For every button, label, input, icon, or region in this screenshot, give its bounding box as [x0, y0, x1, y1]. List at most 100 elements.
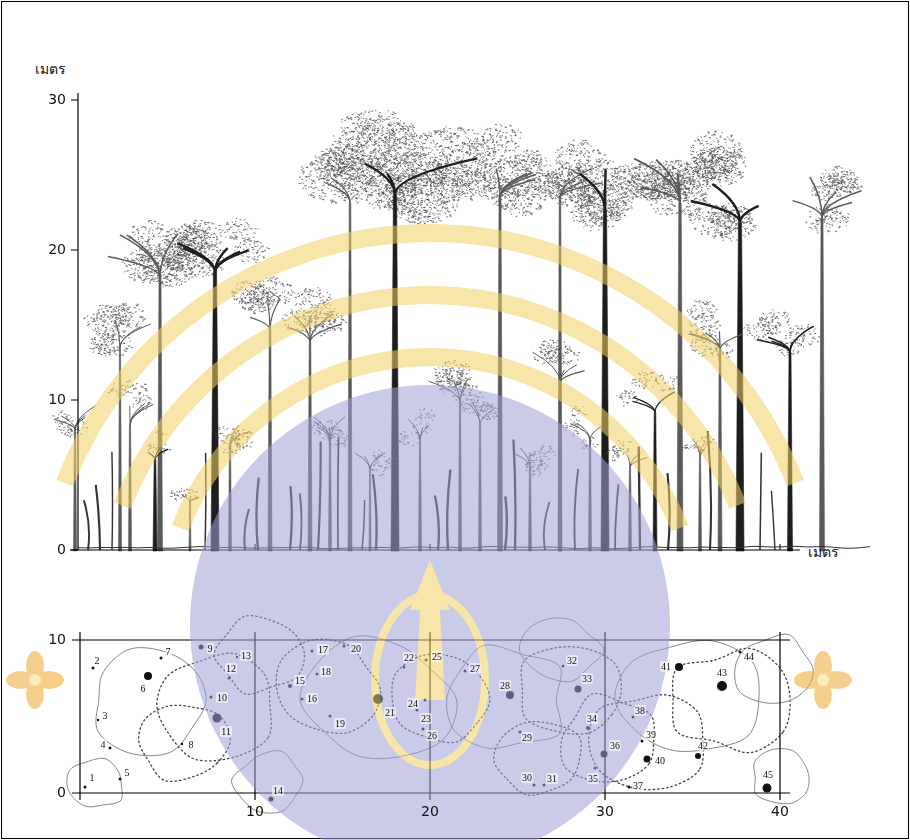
crown-foliage	[299, 110, 505, 224]
branch	[822, 202, 852, 217]
branch	[790, 326, 814, 352]
branch	[560, 371, 584, 383]
branch	[177, 243, 215, 272]
branch	[183, 248, 215, 272]
callout-number: 6	[140, 683, 147, 694]
axis-label: 40	[771, 804, 789, 819]
crown-foliage	[570, 159, 682, 231]
branch	[560, 370, 564, 382]
tree-position	[84, 786, 87, 789]
trunk	[211, 273, 219, 552]
callout-number: 12	[225, 663, 237, 674]
callout-number: 40	[654, 755, 666, 766]
crown-foliage	[534, 339, 580, 365]
branch	[560, 169, 591, 198]
crown-foliage	[535, 140, 606, 206]
tick	[71, 400, 78, 401]
tree-position	[181, 743, 183, 745]
y-axis	[77, 93, 78, 550]
branch	[632, 401, 655, 412]
branch	[810, 177, 822, 218]
branch	[500, 175, 536, 198]
axis-label: 10	[246, 804, 264, 819]
crown-foliage	[83, 303, 145, 356]
tree-position	[160, 657, 163, 660]
callout-number: 24	[407, 698, 419, 709]
crown-outline	[735, 634, 814, 703]
axis-label: 30	[596, 804, 614, 819]
seal-disk	[190, 385, 670, 840]
axis-label: 0	[57, 785, 66, 800]
crown-foliage	[689, 147, 757, 241]
callout-number: 32	[566, 655, 578, 666]
callout-number: 22	[403, 652, 415, 663]
branch	[61, 416, 75, 430]
tree	[793, 166, 864, 551]
seal-ring	[56, 224, 803, 486]
crown-outline	[673, 648, 791, 752]
callout-number: 37	[632, 780, 644, 791]
tree	[744, 310, 821, 551]
callout-number: 11	[220, 726, 232, 737]
axis-label: 20	[48, 242, 66, 257]
branch	[790, 342, 792, 353]
sapling	[760, 453, 761, 550]
flower-center	[29, 674, 41, 686]
branch	[160, 234, 178, 278]
callout-number: 4	[100, 739, 107, 750]
branch	[772, 341, 791, 352]
tree-position	[97, 719, 99, 721]
branch	[120, 235, 160, 278]
flower-center	[817, 674, 829, 686]
trunk	[820, 218, 825, 552]
branch	[560, 371, 585, 383]
callout-number: 5	[124, 767, 131, 778]
branch	[130, 404, 153, 425]
callout-number: 3	[102, 710, 109, 721]
branch	[215, 250, 249, 272]
tree-position	[763, 784, 772, 793]
branch	[793, 201, 822, 218]
callout-number: 33	[581, 673, 593, 684]
callout-number: 13	[240, 650, 252, 661]
tree-position	[92, 667, 95, 670]
branch	[115, 321, 120, 348]
tree-position	[144, 672, 152, 680]
callout-number: 30	[521, 772, 533, 783]
callout-number: 42	[697, 740, 709, 751]
callout-number: 10	[216, 692, 228, 703]
crown-foliage	[806, 166, 864, 233]
callout-number: 38	[634, 705, 646, 716]
callout-number: 20	[350, 643, 362, 654]
branch	[580, 174, 605, 210]
callout-number: 41	[660, 661, 672, 672]
callout-number: 36	[609, 740, 621, 751]
branch	[130, 404, 145, 426]
watermark-seal	[6, 224, 852, 840]
tick	[780, 544, 781, 550]
crown-outline	[67, 758, 123, 807]
callout-number: 39	[645, 729, 657, 740]
tree-position	[739, 651, 742, 654]
callout-number: 21	[384, 707, 396, 718]
callout-number: 27	[469, 663, 481, 674]
seal-flower	[794, 651, 852, 709]
sapling	[111, 452, 113, 550]
axis-label: เมตร	[808, 545, 839, 560]
tree-position	[641, 740, 644, 743]
tree-position	[644, 756, 651, 763]
tick	[71, 550, 78, 551]
callout-number: 1	[89, 772, 96, 783]
callout-number: 26	[426, 730, 438, 741]
callout-number: 34	[586, 713, 598, 724]
branch	[604, 190, 607, 210]
branch	[500, 179, 535, 197]
branch	[757, 340, 790, 353]
branch	[720, 334, 743, 350]
sapling	[771, 491, 775, 550]
callout-number: 19	[334, 718, 346, 729]
callout-number: 43	[716, 667, 728, 678]
callout-number: 35	[587, 773, 599, 784]
branch	[310, 324, 342, 342]
